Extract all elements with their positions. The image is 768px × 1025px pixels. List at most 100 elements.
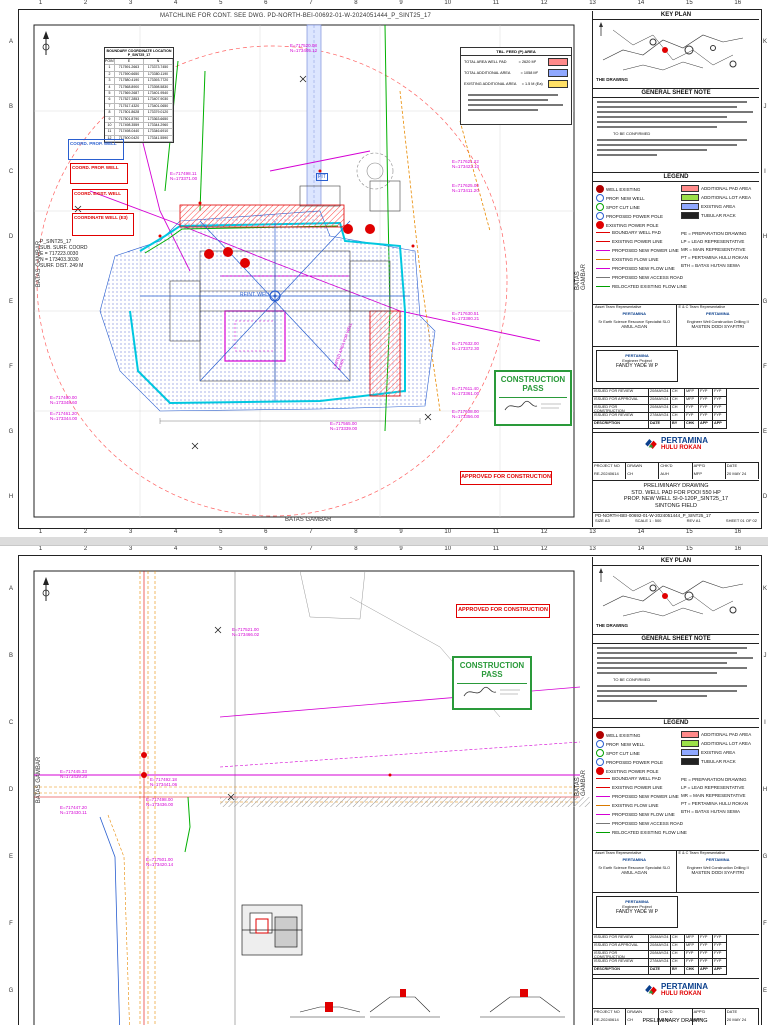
legend-swatch [596, 740, 604, 748]
revision-cell: FYP [713, 397, 727, 405]
batas-gambar-left: BATAS GAMBAR [36, 240, 43, 288]
legend-swatch [596, 249, 610, 252]
legend-item: RELOCATED EXISTING FLOW LINE [596, 284, 687, 289]
revision-header: DATE [649, 421, 671, 429]
engineer-box: PERTAMINA Engineer Project FANDY YADE W … [593, 347, 759, 389]
area-box-title: TBL. FEED (P) AREA [461, 48, 571, 56]
coord-surf-well-label: COORD. PROP. WELL [70, 163, 128, 184]
drawing-number: PD-NORTH-BEI-00692-01-W-2024051444_P_SIN… [595, 513, 711, 518]
legend-abbr-item: LP = LEAD REPRESENTATIVE [681, 785, 745, 790]
legend-swatch [596, 285, 610, 288]
revision-cell: FYP [699, 943, 713, 951]
the-drawing-label: THE DRAWING [596, 77, 628, 82]
coord-exist-well-label: COORD. EXIST. WELL [72, 189, 128, 210]
batas-gambar-right-2: BATAS GAMBAR [575, 769, 587, 796]
revision-cell: ISSUED FOR REVIEW [593, 935, 649, 943]
legend-item: EXISTING POWER POLE [596, 767, 659, 775]
revision-cell: FYP [699, 935, 713, 943]
legend-item: SPOT CUT LINE [596, 749, 640, 757]
ecc-name: MASTEN DODI SYAFITRI [691, 324, 744, 329]
revision-cell: CH [671, 397, 685, 405]
legend-swatch [681, 203, 699, 210]
legend-item: PROPOSED NEW POWER LINE [596, 794, 679, 799]
general-note-box: GENERAL SHEET NOTE TO BE CONFIRMED [593, 89, 759, 173]
legend-item: PROPOSED NEW ACCESS ROAD [596, 821, 683, 826]
north-arrow-icon [42, 577, 50, 601]
revision-header: DESCRIPTION [593, 421, 649, 429]
title-block: KEY PLAN THE DRAWING GENERAL SHEET NOTE [592, 11, 759, 527]
approved-for-construction-stamp: APPROVED FOR CONSTRUCTION [460, 471, 552, 485]
legend-swatch [596, 231, 610, 234]
revision-cell: FYP [699, 951, 713, 959]
legend-item: EXISTING FLOW LINE [596, 257, 659, 262]
coordinate-well-e3-label: COORDINATE WELL (E3) [72, 213, 134, 236]
legend-swatch [596, 258, 610, 261]
project-header: DRAWN [626, 463, 660, 471]
legend-swatch [596, 731, 604, 739]
revision-cell: 27/MAY/24 [649, 413, 671, 421]
legend-abbr-item: PT = PERTAMINA HULU ROKAN [681, 801, 749, 806]
revision-header: DESCRIPTION [593, 967, 649, 975]
site-plan: BOUNDARY COORDINATE LOCATION P_SINT25_17… [20, 11, 590, 527]
construction-pass-stamp-2: CONSTRUCTION PASS [452, 656, 532, 710]
revision-cell: ISSUED FOR CONSTRUCTION [593, 951, 649, 959]
legend-swatch [596, 267, 610, 270]
revision-cell: FYP [699, 413, 713, 421]
revision-header: CHK [685, 967, 699, 975]
revision-cell: FYP [685, 413, 699, 421]
project-value: RE-20240614 [593, 1017, 627, 1025]
legend-swatch [596, 758, 604, 766]
revision-cell: 27/MAY/24 [649, 959, 671, 967]
drawing-number-box: PD-NORTH-BEI-00692-01-W-2024051444_P_SIN… [593, 513, 759, 527]
legend-item: PROPOSED NEW FLOW LINE [596, 812, 675, 817]
signature-icon [504, 400, 561, 411]
revision-cell: ISSUED FOR APPROVAL [593, 943, 649, 951]
revision-cell: ISSUED FOR REVIEW [593, 413, 649, 421]
legend-swatch [596, 822, 610, 825]
revision-cell: CH [671, 389, 685, 397]
revision-cell: FYP [699, 959, 713, 967]
project-header: DRAWN [626, 1009, 660, 1017]
project-value: 20 MAY 24 [726, 471, 759, 479]
legend-swatch [596, 767, 604, 775]
drawing-title-2: PRELIMINARY DRAWING [642, 1018, 708, 1024]
area-row: TOTAL ADDITIONAL AREA= 1058 M² [461, 67, 571, 78]
legend-item: PROPOSED POWER POLE [596, 758, 663, 766]
revision-cell: CH [671, 951, 685, 959]
legend-title: LEGEND [593, 173, 759, 182]
site-plan-svg [33, 24, 575, 518]
general-note-title: GENERAL SHEET NOTE [593, 89, 759, 98]
revision-header: APP [699, 967, 713, 975]
legend-abbr-item: PT = PERTAMINA HULU ROKAN [681, 255, 749, 260]
legend-item: EXISTING POWER POLE [596, 221, 659, 229]
legend-item: EXISTING AREA [681, 749, 735, 756]
legend-item: WELL EXISTING [596, 185, 640, 193]
legend-item: PROPOSED NEW FLOW LINE [596, 266, 675, 271]
legend-swatch [596, 786, 610, 789]
revision-cell: ISSUED FOR APPROVAL [593, 397, 649, 405]
legend-swatch [596, 777, 610, 780]
key-plan-map [599, 22, 744, 71]
sub-surface-coord-label: P_SINT25_17 SUB. SURF. COORD E = 717223.… [40, 239, 88, 269]
project-value: AUH [659, 471, 693, 479]
revision-cell: FYP [685, 951, 699, 959]
revision-header: APP [699, 421, 713, 429]
